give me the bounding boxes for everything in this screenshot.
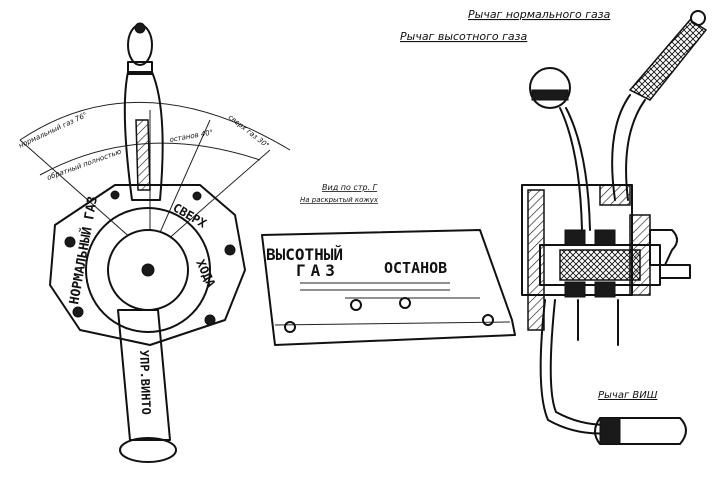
vish-handle	[594, 417, 687, 445]
panel-bolt-3-icon	[399, 297, 411, 309]
end-flange	[629, 214, 651, 296]
nut-1	[564, 229, 586, 246]
nut-2	[594, 229, 616, 246]
ball-lever-rod-outline	[565, 107, 591, 231]
ball-knob-band	[531, 89, 569, 101]
upper-lever-hatch	[135, 119, 151, 191]
hub-bolt-icon	[141, 263, 155, 277]
stencil-panel: ВЫСОТНЫЙ ГАЗ ОСТАНОВ	[261, 229, 516, 346]
side-section-view	[521, 10, 708, 445]
label-reduced-scale: На раскрытый кожух	[300, 196, 379, 204]
lower-handle	[117, 309, 171, 441]
angle-full-label: обратный полностью	[46, 148, 123, 182]
stencil-gas: ГАЗ	[296, 261, 340, 280]
vish-lever-rod	[539, 299, 619, 435]
grip-tip	[690, 10, 706, 26]
panel-bolt-4-icon	[482, 314, 494, 326]
plate-text-over: СВЕРХ	[171, 200, 210, 231]
nut-4	[594, 281, 616, 298]
lower-knob	[119, 437, 177, 463]
end-cap	[659, 264, 691, 279]
upper-block	[599, 184, 631, 206]
housing-wall	[527, 189, 545, 331]
label-vish-lever: Рычаг ВИШ	[598, 390, 658, 401]
ball-knob	[529, 67, 571, 109]
plate-text-stroke: ХОДА	[193, 257, 218, 290]
end-wing-knob	[649, 229, 678, 266]
knurled-grip	[628, 19, 708, 101]
label-view-g: Вид по стр. Г	[322, 183, 378, 192]
mounting-holes	[64, 190, 236, 326]
knob-tip	[134, 22, 146, 34]
handle-text: УПР.ВИНТО	[137, 350, 153, 415]
plate-text-normal-gas: НОРМАЛЬНЫЙ ГАЗ	[66, 195, 101, 306]
label-altitude-gas-lever: Рычаг высотного газа	[400, 30, 527, 43]
angle-normal-label: нормальный газ 76°	[17, 111, 88, 150]
ball-lever-rod	[559, 107, 583, 231]
octagonal-base-plate	[49, 184, 246, 346]
angle-over-label: сверх газ 30°	[227, 113, 271, 150]
angle-stop-label: останов 40°	[169, 128, 214, 144]
front-view: нормальный газ 76° обратный полностью ос…	[17, 22, 291, 463]
nut-3	[564, 281, 586, 298]
upper-lever-stalk	[123, 71, 164, 201]
upper-knob-collar	[127, 61, 153, 75]
stencil-stop: ОСТАНОВ	[384, 259, 447, 277]
label-normal-gas-lever: Рычаг нормального газа	[468, 8, 611, 21]
vish-handle-end	[599, 417, 621, 445]
vish-lever-rod-outline	[549, 299, 619, 426]
stencil-altitude: ВЫСОТНЫЙ	[266, 245, 343, 264]
shaft-core	[559, 249, 641, 281]
panel-bolt-2-icon	[350, 299, 362, 311]
panel-bolt-1-icon	[284, 321, 296, 333]
dial-disc	[85, 207, 211, 333]
